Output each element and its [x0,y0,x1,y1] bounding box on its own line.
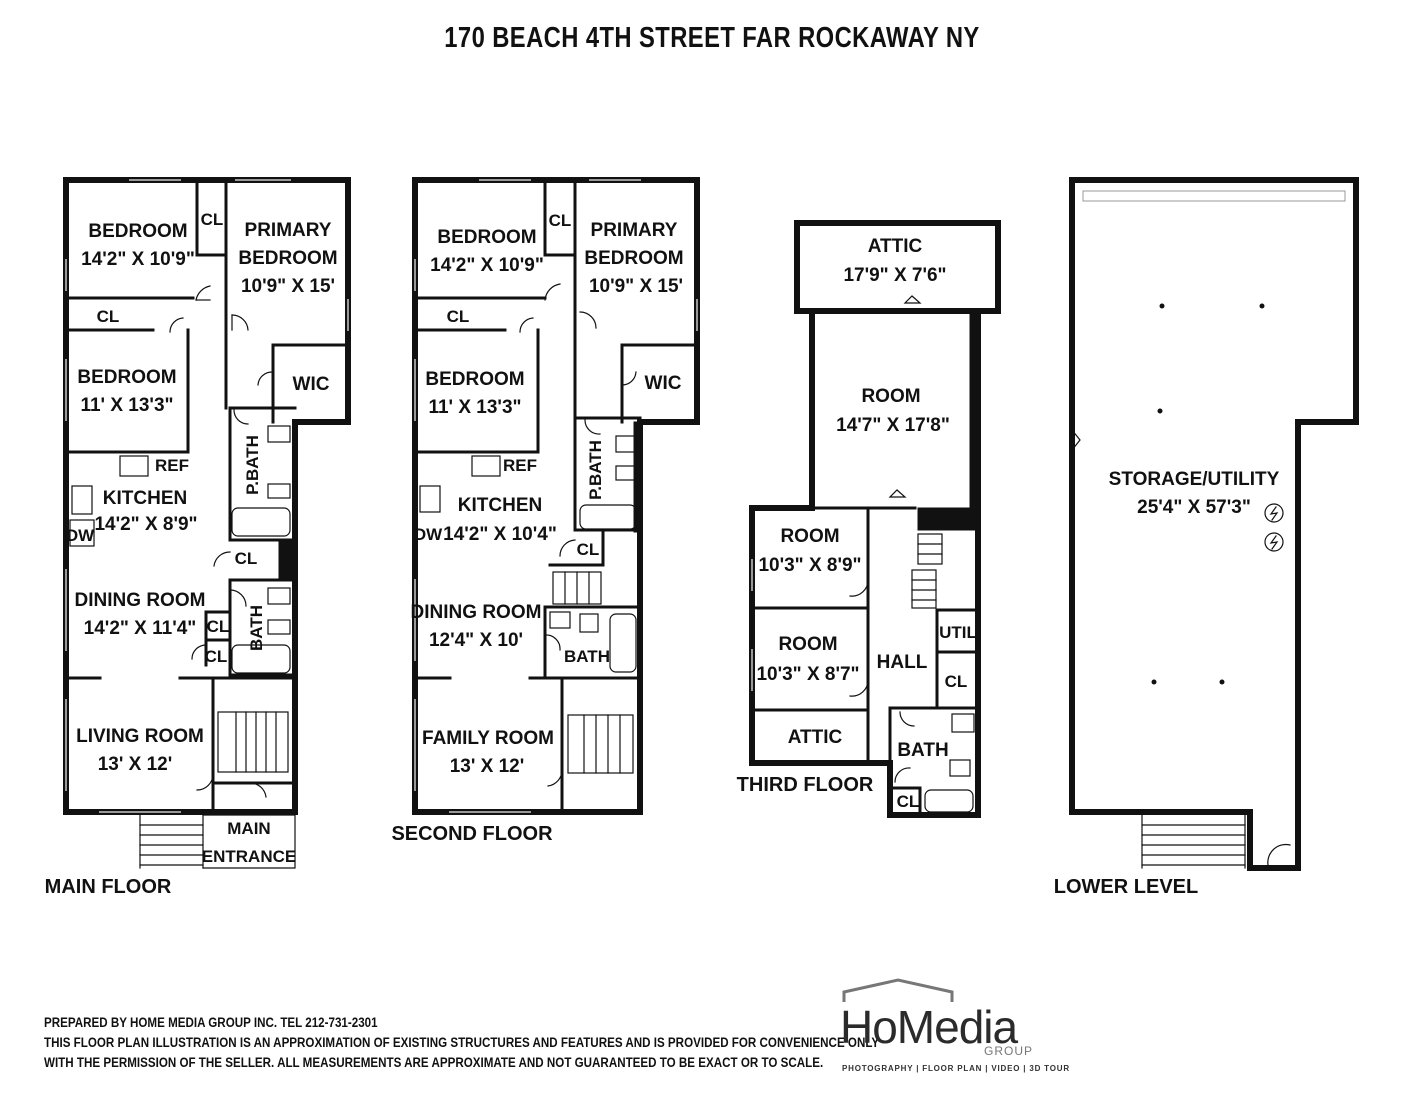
lower-storage-label: STORAGE/UTILITY [1109,469,1280,490]
second-primary-size: 10'9" X 15' [589,276,683,297]
second-floor-walls [412,177,700,815]
second-ref-label: REF [503,456,537,475]
second-bedroom2-size: 11' X 13'3" [428,397,521,418]
third-util-label: UTIL [939,623,977,642]
second-cl1-label: CL [549,211,572,230]
second-primary-label-1: PRIMARY [591,220,678,241]
second-floor-label: SECOND FLOOR [391,823,553,845]
main-dw-label: DW [66,526,95,545]
third-room-big-size: 14'7" X 17'8" [836,415,950,436]
third-room1-size: 10'3" X 8'9" [758,555,861,576]
main-bedroom2-size: 11' X 13'3" [80,395,173,416]
main-dining-size: 14'2" X 11'4" [84,618,197,639]
logo-tagline: PHOTOGRAPHY | FLOOR PLAN | VIDEO | 3D TO… [842,1064,1070,1073]
main-kitchen-size: 14'2" X 8'9" [94,514,197,535]
disclaimer-line-2: WITH THE PERMISSION OF THE SELLER. ALL M… [44,1055,824,1070]
logo-wordmark: HoMedia [840,1001,1018,1053]
main-primary-label-1: PRIMARY [245,220,332,241]
main-primary-size: 10'9" X 15' [241,276,335,297]
second-bath-label: BATH [564,647,610,666]
main-kitchen-label: KITCHEN [103,488,187,509]
main-ref-label: REF [155,456,189,475]
house-roof-icon [842,978,954,1002]
main-cl2-label: CL [97,307,120,326]
main-entrance-label-2: ENTRANCE [202,847,296,866]
third-bath-label: BATH [897,740,948,761]
third-floor-walls [749,220,1001,818]
third-cl2-label: CL [897,792,920,811]
page-title: 170 BEACH 4TH STREET FAR ROCKAWAY NY [444,22,980,54]
second-family-size: 13' X 12' [450,756,525,777]
second-dw-label: DW [414,525,443,544]
main-living-size: 13' X 12' [98,754,173,775]
third-room-big-label: ROOM [861,386,920,407]
main-bedroom1-label: BEDROOM [88,221,187,242]
third-room2-label: ROOM [778,634,837,655]
second-dining-size: 12'4" X 10' [429,630,523,651]
main-entrance-label-1: MAIN [227,819,270,838]
main-floor-walls [63,177,351,869]
logo-group-text: GROUP [984,1044,1034,1058]
prepared-by-line: PREPARED BY HOME MEDIA GROUP INC. TEL 21… [44,1015,378,1030]
third-hall-label: HALL [877,652,928,673]
second-kitchen-label: KITCHEN [458,495,542,516]
main-wic-label: WIC [293,374,330,395]
main-bedroom1-size: 14'2" X 10'9" [81,249,195,270]
lower-level-label: LOWER LEVEL [1054,876,1198,898]
disclaimer-line-1: THIS FLOOR PLAN ILLUSTRATION IS AN APPRO… [44,1035,880,1050]
third-floor-label: THIRD FLOOR [737,774,874,796]
disclaimer: PREPARED BY HOME MEDIA GROUP INC. TEL 21… [44,1013,880,1073]
second-wic-label: WIC [645,373,682,394]
third-room1-label: ROOM [780,526,839,547]
main-bedroom2-label: BEDROOM [77,367,176,388]
second-bedroom1-size: 14'2" X 10'9" [430,255,544,276]
third-attic-bottom-label: ATTIC [788,727,843,748]
second-bedroom1-label: BEDROOM [437,227,536,248]
homedia-logo: HoMedia GROUP PHOTOGRAPHY | FLOOR PLAN |… [838,978,1070,1078]
main-cl5-label: CL [205,647,228,666]
second-family-label: FAMILY ROOM [422,728,554,749]
third-attic-top-size: 17'9" X 7'6" [843,265,946,286]
second-dining-label: DINING ROOM [411,602,542,623]
second-primary-label-2: BEDROOM [584,248,683,269]
main-dining-label: DINING ROOM [75,590,206,611]
main-cl1-label: CL [201,210,224,229]
second-cl2-label: CL [447,307,470,326]
lower-storage-size: 25'4" X 57'3" [1137,497,1251,518]
second-cl3-label: CL [577,540,600,559]
third-cl1-label: CL [945,672,968,691]
main-bath-label: BATH [247,605,266,651]
main-cl4-label: CL [207,617,230,636]
second-kitchen-size: 14'2" X 10'4" [443,524,557,545]
floor-plans: BEDROOM 14'2" X 10'9" CL PRIMARY BEDROOM… [45,177,1359,898]
main-living-label: LIVING ROOM [76,726,204,747]
lower-level-walls [1069,177,1359,871]
third-attic-top-label: ATTIC [868,236,923,257]
main-floor-label: MAIN FLOOR [45,876,172,898]
main-primary-label-2: BEDROOM [238,248,337,269]
third-room2-size: 10'3" X 8'7" [756,664,859,685]
main-pbath-label: P.BATH [243,435,262,495]
second-bedroom2-label: BEDROOM [425,369,524,390]
second-pbath-label: P.BATH [586,440,605,500]
main-cl3-label: CL [235,549,258,568]
